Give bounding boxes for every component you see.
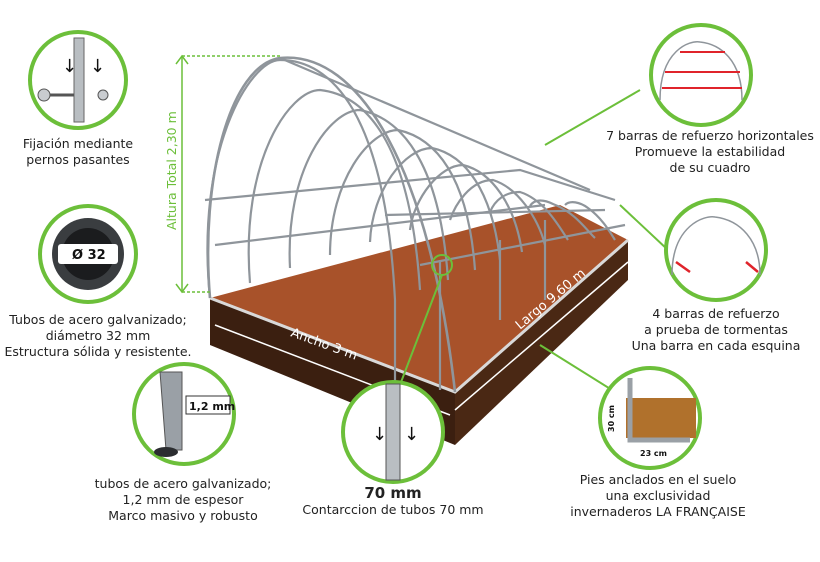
anchor-caption: Pies anclados en el suelo una exclusivid… — [560, 472, 756, 520]
height-label: Altura Total 2,30 m — [164, 111, 179, 230]
bolts-caption: Fijación mediante pernos pasantes — [10, 136, 146, 168]
anchor-width-label: 23 cm — [640, 449, 667, 458]
tube-caption-line1: Tubos de acero galvanizado; — [9, 312, 187, 327]
svg-text:↓: ↓ — [404, 424, 419, 445]
tube70-detail-circle: ↓ ↓ — [341, 380, 445, 484]
storm-bars-line3: Una barra en cada esquina — [631, 338, 801, 353]
tube70-caption-line1: Contarccion de tubos 70 mm — [302, 502, 484, 517]
thickness-detail-circle: 1,2 mm — [132, 362, 236, 466]
dimension-lines — [175, 54, 280, 294]
svg-text:↓: ↓ — [62, 56, 77, 77]
thickness-caption-line3: Marco masivo y robusto — [108, 508, 258, 523]
storm-bars-line2: a prueba de tormentas — [644, 322, 788, 337]
anchor-caption-line3: invernaderos LA FRANÇAISE — [570, 504, 746, 519]
thickness-badge: 1,2 mm — [189, 400, 235, 413]
thickness-caption-line1: tubos de acero galvanizado; — [94, 476, 272, 491]
tube70-caption: 70 mm Contarccion de tubos 70 mm — [300, 484, 486, 518]
thickness-caption-line2: 1,2 mm de espesor — [122, 492, 244, 507]
tube-caption-line3: Estructura sólida y resistente. — [4, 344, 192, 359]
svg-text:↓: ↓ — [372, 424, 387, 445]
bolts-caption-line2: pernos pasantes — [26, 152, 130, 167]
tube-caption: Tubos de acero galvanizado; diámetro 32 … — [0, 312, 196, 360]
horizontal-bars-line1: 7 barras de refuerzo horizontales — [606, 128, 814, 143]
tube-caption-line2: diámetro 32 mm — [45, 328, 151, 343]
horizontal-bars-caption: 7 barras de refuerzo horizontales Promue… — [604, 128, 816, 176]
anchor-caption-line1: Pies anclados en el suelo — [579, 472, 737, 487]
anchor-detail-circle: 30 cm 23 cm — [598, 366, 702, 470]
storm-bars-line1: 4 barras de refuerzo — [652, 306, 780, 321]
tube-diameter-badge: Ø 32 — [72, 248, 106, 263]
tube-diameter-circle: Ø 32 — [38, 204, 138, 304]
storm-bars-caption: 4 barras de refuerzo a prueba de torment… — [618, 306, 814, 354]
tube70-title: 70 mm — [364, 484, 422, 502]
horizontal-bars-circle — [649, 23, 753, 127]
thickness-caption: tubos de acero galvanizado; 1,2 mm de es… — [85, 476, 281, 524]
anchor-height-label: 30 cm — [607, 405, 616, 432]
bolt-detail-circle: ↓ ↓ — [28, 30, 128, 130]
storm-bars-circle — [664, 198, 768, 302]
svg-text:↓: ↓ — [90, 56, 105, 77]
anchor-caption-line2: una exclusividad — [605, 488, 711, 503]
horizontal-bars-line3: de su cuadro — [669, 160, 751, 175]
bolts-caption-line1: Fijación mediante — [22, 136, 134, 151]
greenhouse-frame — [204, 56, 626, 393]
horizontal-bars-line2: Promueve la estabilidad — [634, 144, 786, 159]
